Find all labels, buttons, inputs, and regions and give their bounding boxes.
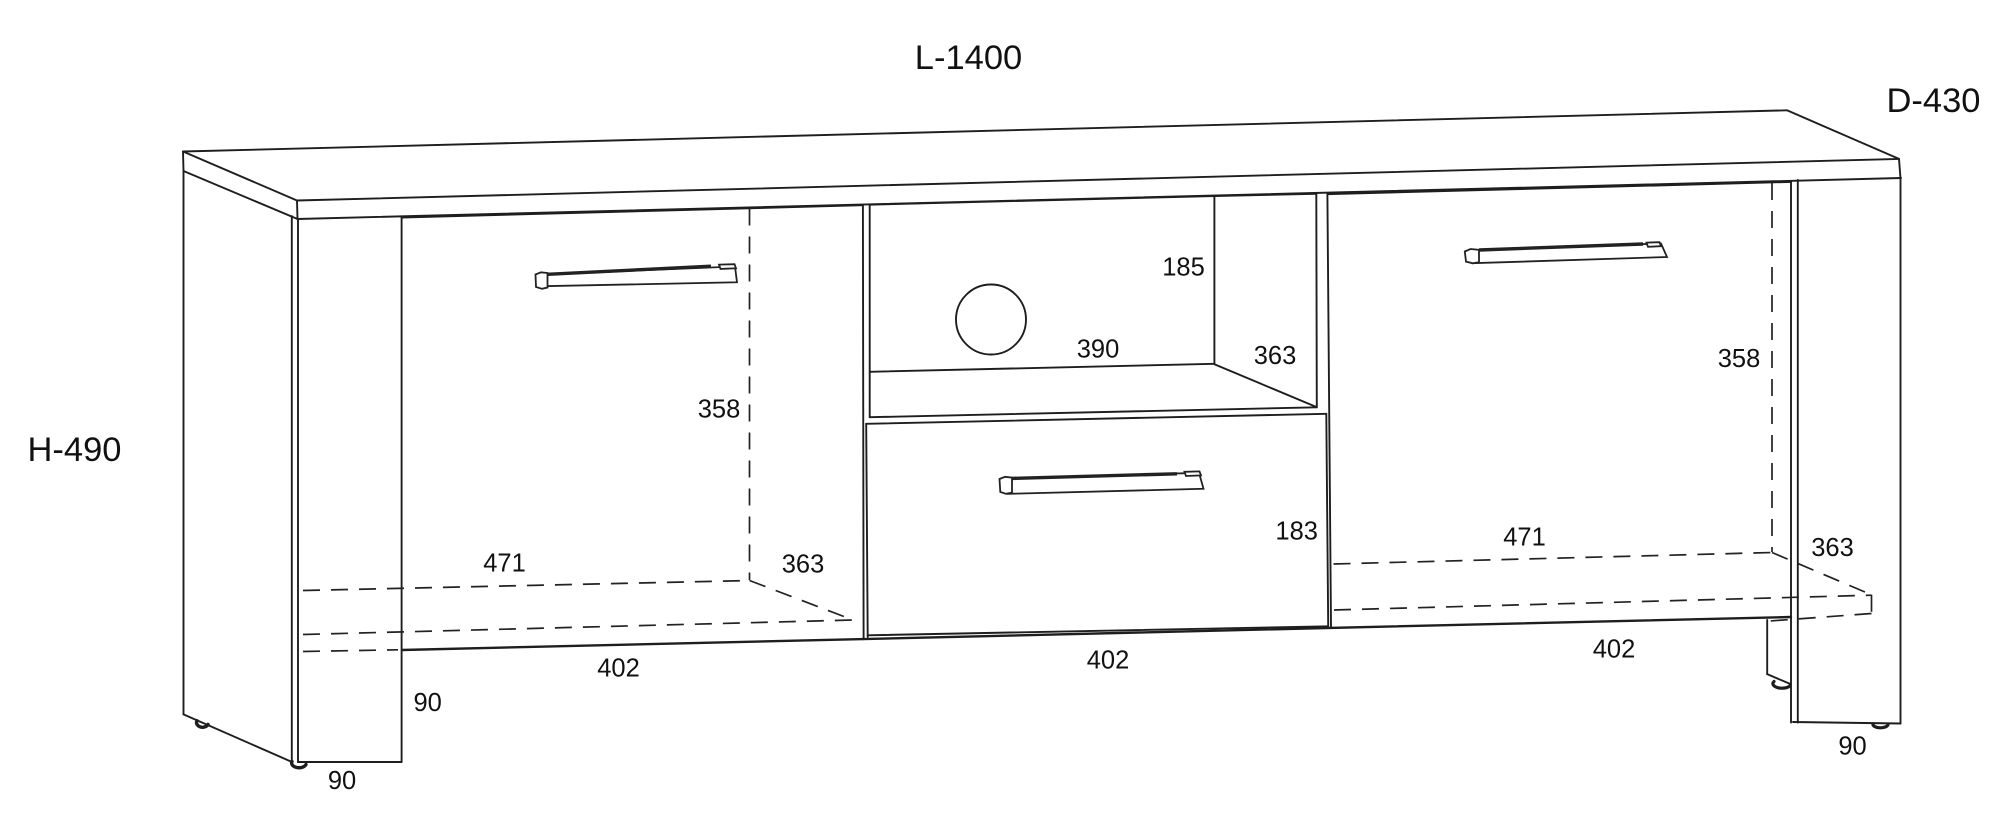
svg-text:90: 90 <box>1838 733 1866 761</box>
svg-text:471: 471 <box>1503 524 1546 552</box>
svg-text:402: 402 <box>597 655 640 683</box>
svg-text:90: 90 <box>328 767 356 795</box>
svg-text:390: 390 <box>1077 336 1120 364</box>
svg-text:D-430: D-430 <box>1887 82 1981 120</box>
svg-text:363: 363 <box>782 551 825 579</box>
svg-text:L-1400: L-1400 <box>915 39 1022 77</box>
svg-text:90: 90 <box>414 689 442 717</box>
svg-text:183: 183 <box>1275 518 1318 546</box>
svg-text:471: 471 <box>483 550 526 578</box>
svg-text:402: 402 <box>1593 636 1636 664</box>
svg-text:402: 402 <box>1087 647 1130 675</box>
svg-text:358: 358 <box>698 396 741 424</box>
svg-text:363: 363 <box>1254 342 1297 370</box>
svg-text:H-490: H-490 <box>28 431 122 469</box>
svg-text:363: 363 <box>1811 534 1854 562</box>
svg-text:185: 185 <box>1162 254 1205 282</box>
svg-text:358: 358 <box>1718 345 1761 373</box>
